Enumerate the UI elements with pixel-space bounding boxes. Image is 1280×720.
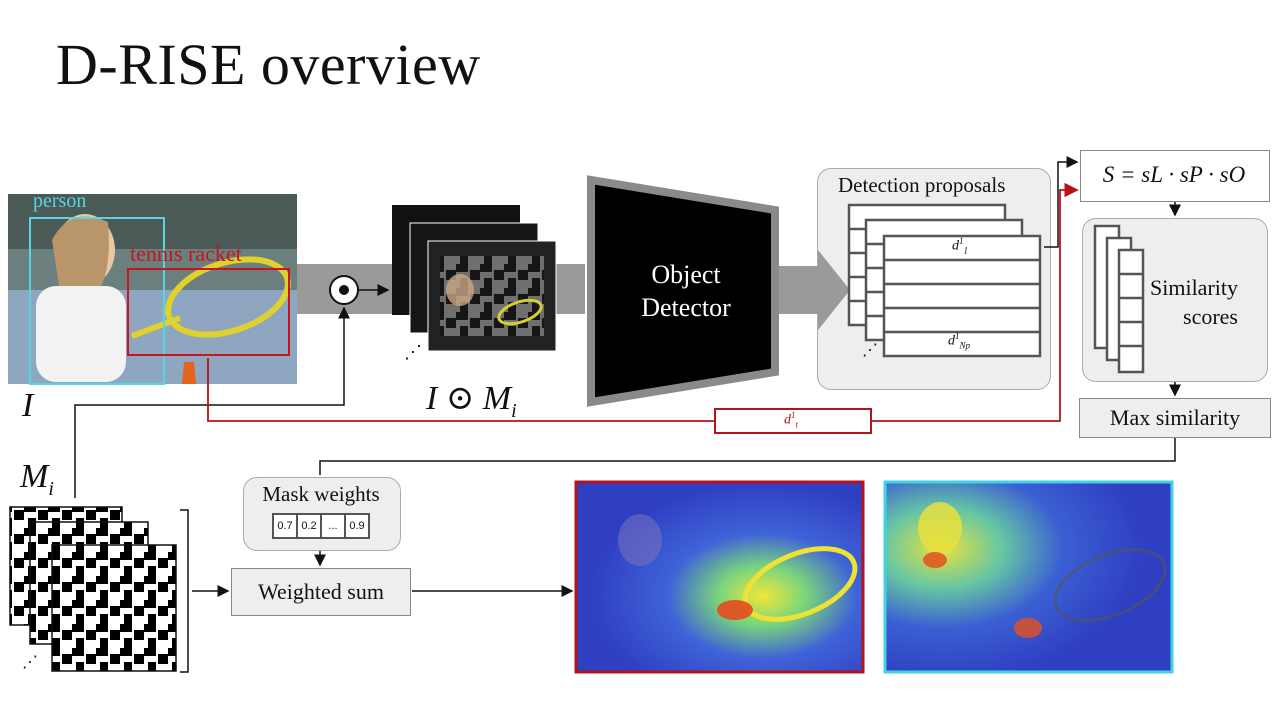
target-vector-label: d1t xyxy=(784,410,798,429)
masked-stack-ellipsis: ⋰ xyxy=(404,342,422,363)
proposal-first-sub: 1 xyxy=(964,245,969,255)
flow-arrow xyxy=(770,250,850,330)
masked-image-label-sub: i xyxy=(511,400,517,422)
object-detector-label-line2: Detector xyxy=(596,291,776,324)
target-vector-d: d xyxy=(784,413,791,428)
input-image xyxy=(8,194,297,384)
input-image-label: I xyxy=(22,387,33,425)
object-detector-label-line1: Object xyxy=(596,258,776,291)
mask-weights-vector: 0.7 0.2 ... 0.9 xyxy=(272,513,370,539)
proposal-last-label: d1Np xyxy=(948,331,970,350)
similarity-scores-line2: scores xyxy=(1150,302,1238,331)
masks-label-sub: i xyxy=(48,478,54,500)
similarity-scores-line1: Similarity xyxy=(1150,273,1238,302)
similarity-scores-label: Similarity scores xyxy=(1150,273,1238,331)
target-vector-sub: t xyxy=(796,419,799,429)
masks-label-text: M xyxy=(20,458,48,495)
person-box-label: person xyxy=(33,190,86,213)
masked-image-stack xyxy=(392,205,556,351)
proposal-first-label: d11 xyxy=(952,236,968,255)
mask-weights-title: Mask weights xyxy=(243,482,399,507)
max-similarity-box: Max similarity xyxy=(1079,398,1271,438)
proposal-last-d: d xyxy=(948,334,955,349)
saliency-map-person xyxy=(885,482,1175,672)
object-detector-label: Object Detector xyxy=(596,258,776,324)
racket-box-label: tennis racket xyxy=(130,241,242,267)
saliency-map-racket xyxy=(576,482,865,672)
mask-weight-cell: 0.7 xyxy=(274,515,298,537)
masked-image-label: I ⊙ Mi xyxy=(426,378,517,423)
proposal-first-d: d xyxy=(952,239,959,254)
proposal-ellipsis: ⋰ xyxy=(862,340,878,360)
mask-stack xyxy=(10,507,188,672)
proposal-last-sub: Np xyxy=(960,340,971,350)
proposal-stack xyxy=(849,205,1040,356)
detection-proposals-title: Detection proposals xyxy=(838,173,1005,198)
weighted-sum-box: Weighted sum xyxy=(231,568,411,616)
mask-weight-cell: 0.2 xyxy=(298,515,322,537)
mask-ellipsis: ⋰ xyxy=(22,652,38,672)
masked-image-label-text: I ⊙ M xyxy=(426,380,511,417)
mask-weight-cell: ... xyxy=(322,515,346,537)
masks-label: Mi xyxy=(20,458,54,501)
similarity-stack xyxy=(1095,226,1143,372)
mask-weight-cell: 0.9 xyxy=(346,515,368,537)
similarity-formula: S = sL · sP · sO xyxy=(1080,162,1268,188)
